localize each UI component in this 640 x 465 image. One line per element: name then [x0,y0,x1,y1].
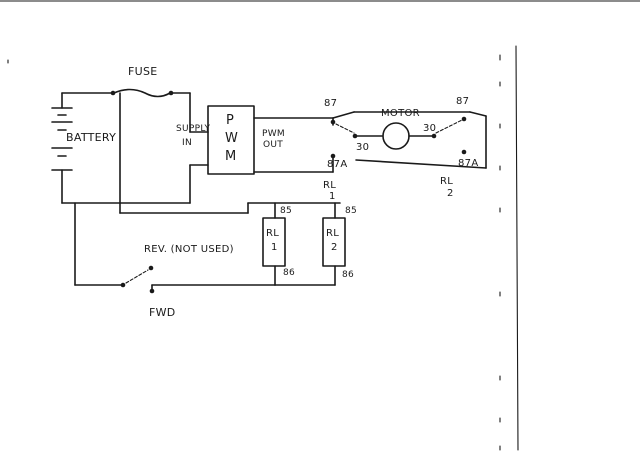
rl1-tag-top: RL [323,180,336,191]
rl1-87a-label: 87A [327,159,347,170]
coil1-top-label: RL [266,228,279,239]
motor [382,122,410,150]
relay1-changeover-contact [330,117,383,159]
coil1-bot-label: 1 [271,242,278,253]
pwm-out-label-2: OUT [263,140,283,150]
pwm-letter-m: M [225,149,237,164]
battery-label: BATTERY [66,131,116,144]
supply-wires [61,88,209,204]
rl2-30-label: 30 [423,123,436,134]
coil-wiring [119,202,341,286]
coil2-86-label: 86 [342,270,354,280]
pwm-out-label-1: PWM [262,129,285,139]
rl2-tag-bot: 2 [447,188,454,199]
fuse-left-terminal [110,90,116,96]
rl2-tag-top: RL [440,176,453,187]
rl1-87-label: 87 [324,98,337,109]
coil2-top-label: RL [326,228,339,239]
coil2-85-label: 85 [345,206,357,216]
margin-marks [7,54,501,451]
fuse-label: FUSE [128,65,158,78]
supply-in-label-1: SUPPLY [176,124,210,134]
pwm-letter-p: P [226,113,234,128]
supply-in-label-2: IN [182,138,192,148]
battery-symbol [51,92,73,204]
coil1-85-label: 85 [280,206,292,216]
relay2-changeover-contact [332,111,487,169]
fuse-right-terminal [168,90,174,96]
relay1-coil [262,217,286,267]
motor-label: MOTOR [381,108,420,119]
rl2-87-label: 87 [456,96,469,107]
ground-return-and-switch [74,202,276,294]
fwd-label: FWD [149,306,176,319]
coil1-86-label: 86 [283,268,295,278]
rl1-tag-bot: 1 [329,191,336,202]
rl1-30-label: 30 [356,142,369,153]
page-right-border [515,45,519,451]
coil2-bot-label: 2 [331,242,338,253]
pwm-output-wires [253,117,334,173]
pwm-letter-w: W [225,131,238,146]
pwm-controller [207,105,255,175]
rev-label: REV. (NOT USED) [144,244,234,255]
relay2-coil [322,217,346,267]
rl2-87a-label: 87A [458,158,478,169]
